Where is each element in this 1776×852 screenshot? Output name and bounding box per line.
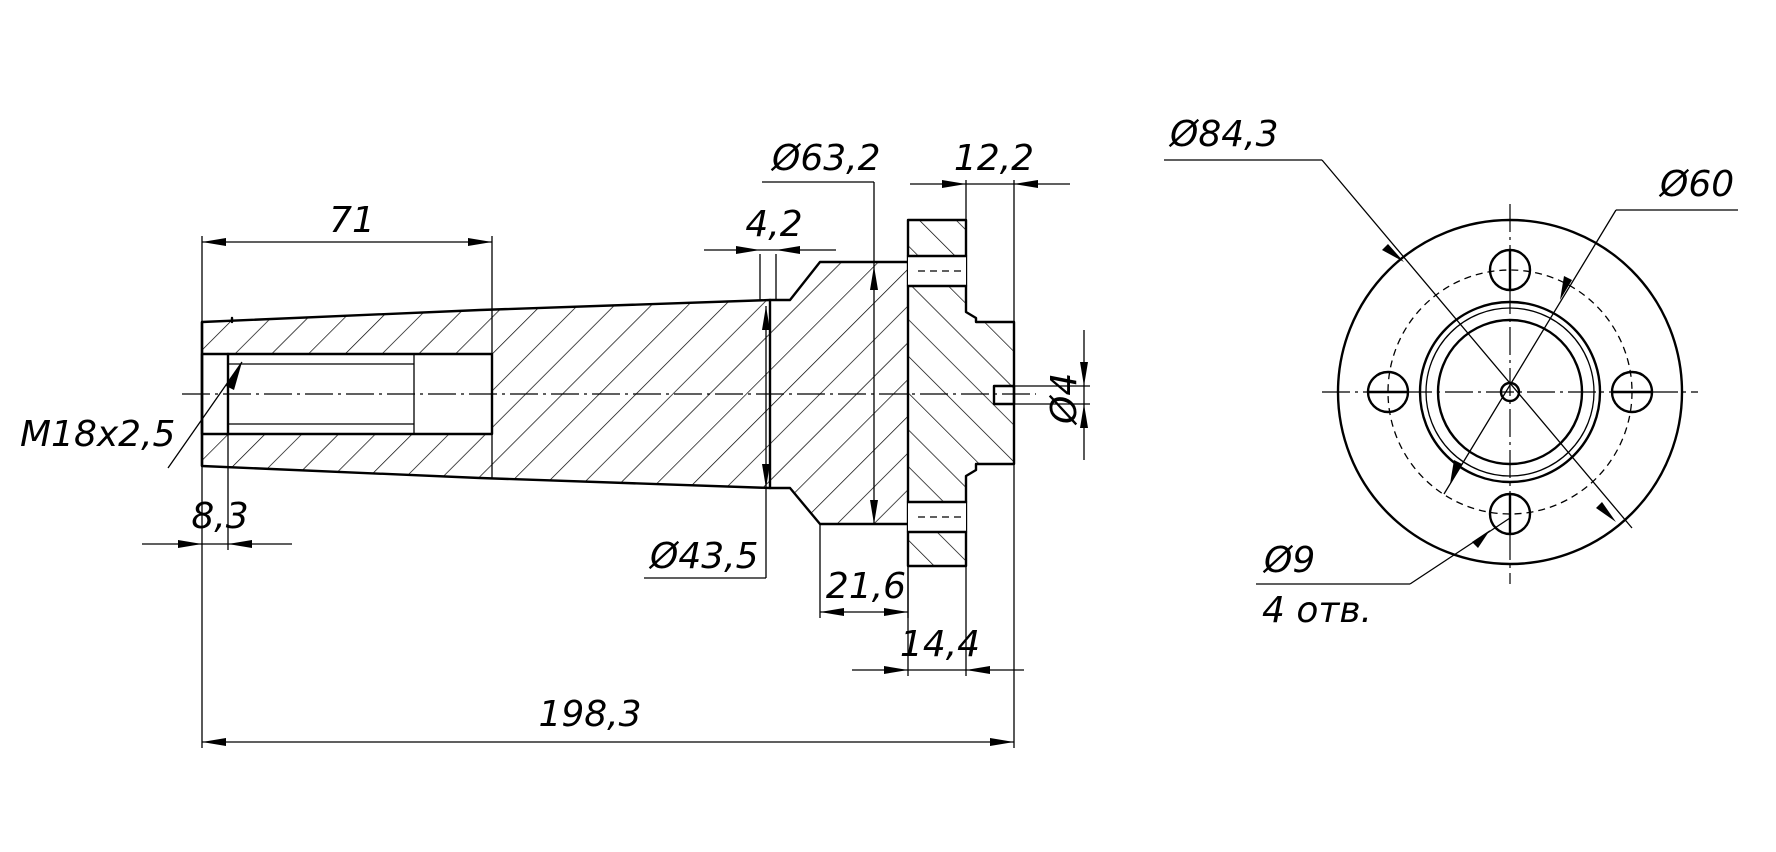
side-view-section (182, 218, 1036, 568)
part-body-section (202, 262, 908, 524)
dim-diameter-4: Ø4 (1044, 373, 1085, 426)
dim-12-2: 12,2 (954, 138, 1034, 179)
hole-count-label: 4 отв. (1262, 590, 1372, 631)
pin-hole (992, 384, 1016, 406)
thread-label: M18x2,5 (20, 414, 175, 455)
dim-diameter-84-3: Ø84,3 (1168, 114, 1279, 155)
dim-14-4: 14,4 (900, 624, 980, 665)
dim-diameter-9: Ø9 (1262, 540, 1315, 581)
dim-21-6: 21,6 (826, 566, 906, 607)
dim-diameter-43-5: Ø43,5 (648, 536, 759, 577)
dim-4-2: 4,2 (745, 204, 802, 245)
dim-diameter-63-2: Ø63,2 (770, 138, 881, 179)
flange-section (908, 220, 1014, 566)
end-view: Ø84,3 Ø60 Ø9 4 отв. (1164, 114, 1738, 631)
dim-71: 71 (329, 200, 375, 241)
side-dimensions: 71 198,3 8,3 M18x2,5 4,2 Ø43,5 (20, 138, 1090, 748)
dim-8-3: 8,3 (191, 496, 248, 537)
dim-diameter-60: Ø60 (1658, 164, 1734, 205)
dim-198-3: 198,3 (538, 694, 641, 735)
